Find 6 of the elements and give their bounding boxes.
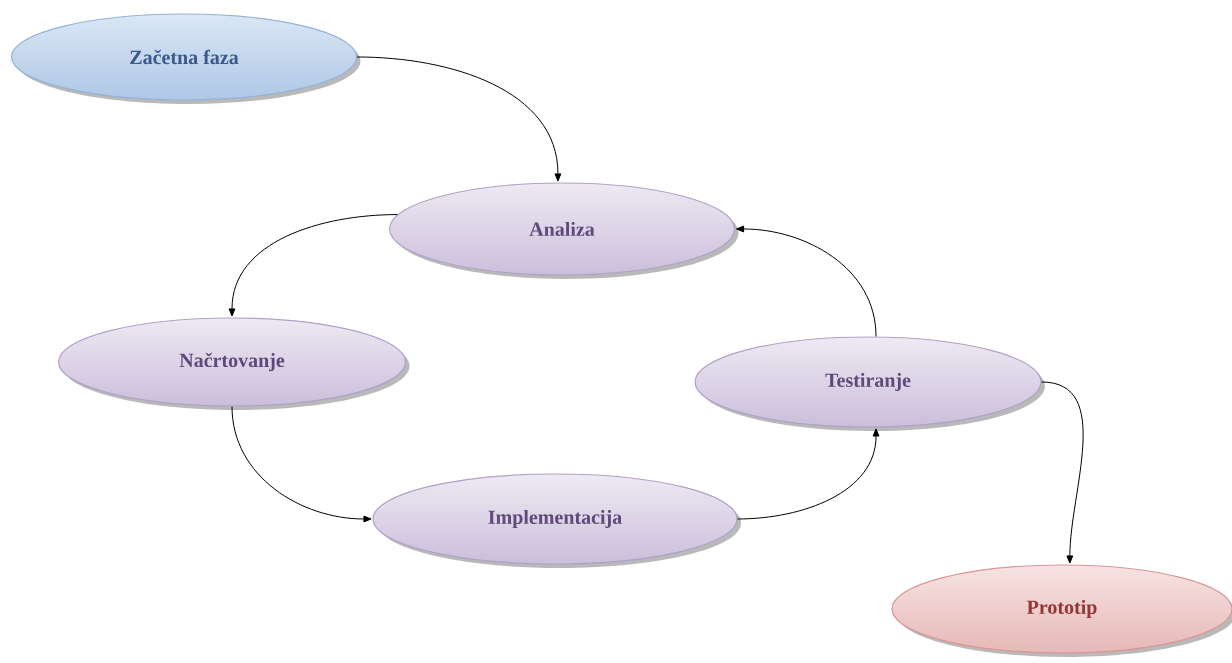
arrow [736, 225, 877, 337]
arrow [228, 214, 398, 317]
arrow [356, 56, 562, 182]
arrow [737, 428, 880, 520]
arrow [1041, 381, 1084, 564]
arrow [231, 406, 372, 523]
